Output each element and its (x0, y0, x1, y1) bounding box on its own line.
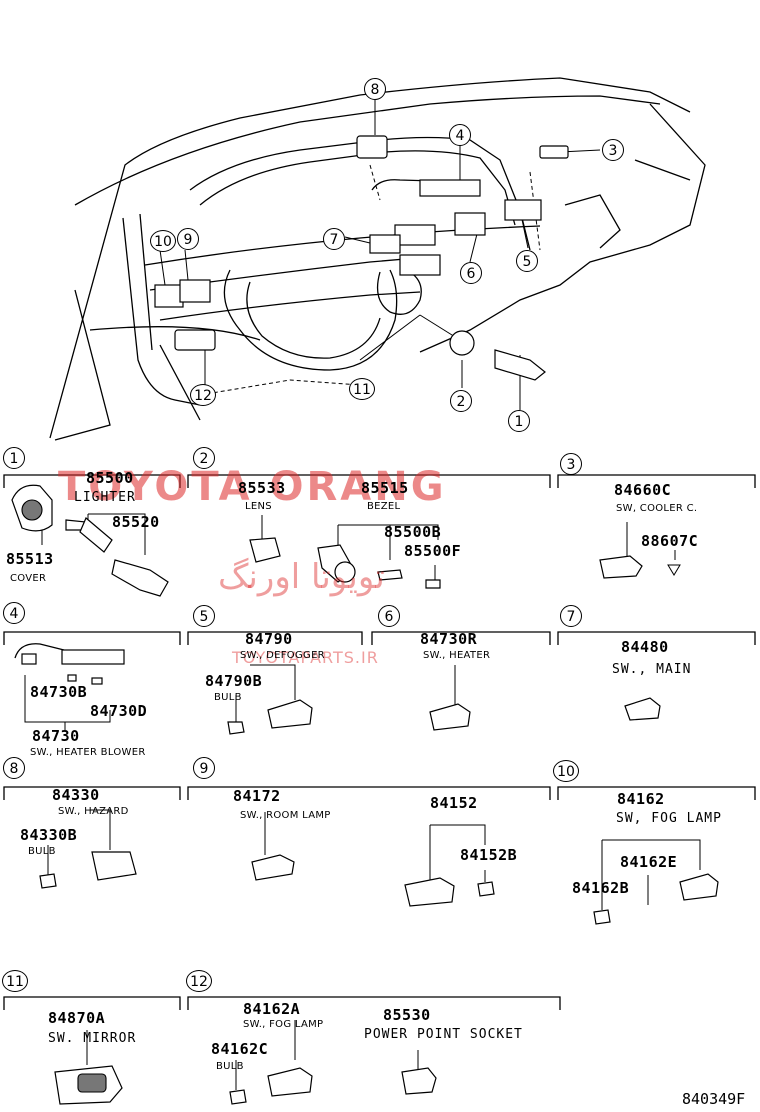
defogger-name: SW., DEFOGGER (240, 650, 325, 661)
bezel-part-number: 85515 (361, 479, 409, 497)
room-lamp-switch-part-number: 84172 (233, 787, 281, 805)
section-7-number: 7 (560, 605, 582, 627)
section-12-number: 12 (186, 970, 212, 992)
heater-blower-part-number: 84730 (32, 727, 80, 745)
leader-lines (24, 513, 701, 1090)
fog-lamp-switch-a-part-number: 84162A (243, 1000, 301, 1018)
heater-switch-name: SW., HEATER (423, 650, 491, 661)
bezel-name: BEZEL (367, 501, 401, 512)
part-illustrations (11, 484, 719, 1105)
mirror-switch-name: SW. MIRROR (48, 1031, 137, 1046)
section-4-number: 4 (3, 602, 25, 624)
defogger-part-number: 84790 (245, 630, 293, 648)
watermark-url: TOYOTAPARTS.IR (232, 648, 379, 667)
fog-lamp-bulb-name: BULB (216, 1061, 244, 1072)
callout-9: 9 (177, 228, 199, 250)
hazard-switch-name: SW., HAZARD (58, 806, 129, 817)
dashboard-illustration (49, 77, 706, 441)
part-number-85500f: 85500F (404, 542, 462, 560)
part-number-84152: 84152 (430, 794, 478, 812)
cover-part-number: 85513 (6, 550, 54, 568)
watermark-text: TOYOTA ORANG (58, 464, 447, 510)
cooler-switch-part-number: 84660C (614, 481, 672, 499)
power-socket-part-number: 85530 (383, 1006, 431, 1024)
clip-part-number: 88607C (641, 532, 699, 550)
part-number-84152b: 84152B (460, 846, 518, 864)
callout-11: 11 (349, 378, 375, 400)
callout-5: 5 (516, 250, 538, 272)
callout-2: 2 (450, 390, 472, 412)
lens-name: LENS (245, 501, 272, 512)
section-3-number: 3 (560, 453, 582, 475)
part-number-84730d: 84730D (90, 702, 148, 720)
section-9-number: 9 (193, 757, 215, 779)
callout-10: 10 (150, 230, 176, 252)
lighter-name: LIGHTER (74, 490, 136, 505)
hazard-bulb-name: BULB (28, 846, 56, 857)
hazard-bulb-part-number: 84330B (20, 826, 78, 844)
fog-lamp-switch-a-name: SW., FOG LAMP (243, 1019, 324, 1030)
section-8-number: 8 (3, 757, 25, 779)
part-number-85500b: 85500B (384, 523, 442, 541)
fog-lamp-switch-name: SW, FOG LAMP (616, 811, 722, 826)
callout-8: 8 (364, 78, 386, 100)
callout-4: 4 (449, 124, 471, 146)
section-1-number: 1 (3, 447, 25, 469)
hazard-switch-part-number: 84330 (52, 786, 100, 804)
part-number-84162b: 84162B (572, 879, 630, 897)
lens-part-number: 85533 (238, 479, 286, 497)
cover-name: COVER (10, 573, 47, 584)
cooler-switch-name: SW, COOLER C. (616, 503, 698, 514)
fog-lamp-bulb-part-number: 84162C (211, 1040, 269, 1058)
heater-switch-part-number: 84730R (420, 630, 478, 648)
watermark-persian-text: تویوتا اورنگ (218, 557, 385, 597)
lighter-element-part-number: 85520 (112, 513, 160, 531)
lighter-part-number: 85500 (86, 469, 134, 487)
part-number-84162e: 84162E (620, 853, 678, 871)
callout-7: 7 (323, 228, 345, 250)
defogger-bulb-part-number: 84790B (205, 672, 263, 690)
fog-lamp-switch-part-number: 84162 (617, 790, 665, 808)
section-6-number: 6 (378, 605, 400, 627)
main-switch-name: SW., MAIN (612, 662, 692, 677)
section-2-number: 2 (193, 447, 215, 469)
power-socket-name: POWER POINT SOCKET (364, 1027, 523, 1042)
heater-blower-name: SW., HEATER BLOWER (30, 747, 146, 758)
room-lamp-switch-name: SW., ROOM LAMP (240, 810, 331, 821)
figure-reference: 840349F (682, 1090, 746, 1108)
defogger-bulb-name: BULB (214, 692, 242, 703)
section-5-number: 5 (193, 605, 215, 627)
mirror-switch-part-number: 84870A (48, 1009, 106, 1027)
part-number-84730b: 84730B (30, 683, 88, 701)
callout-1: 1 (508, 410, 530, 432)
main-switch-part-number: 84480 (621, 638, 669, 656)
section-frames (3, 474, 756, 1010)
callout-6: 6 (460, 262, 482, 284)
section-11-number: 11 (2, 970, 28, 992)
section-10-number: 10 (553, 760, 579, 782)
callout-12: 12 (190, 384, 216, 406)
callout-3: 3 (602, 139, 624, 161)
